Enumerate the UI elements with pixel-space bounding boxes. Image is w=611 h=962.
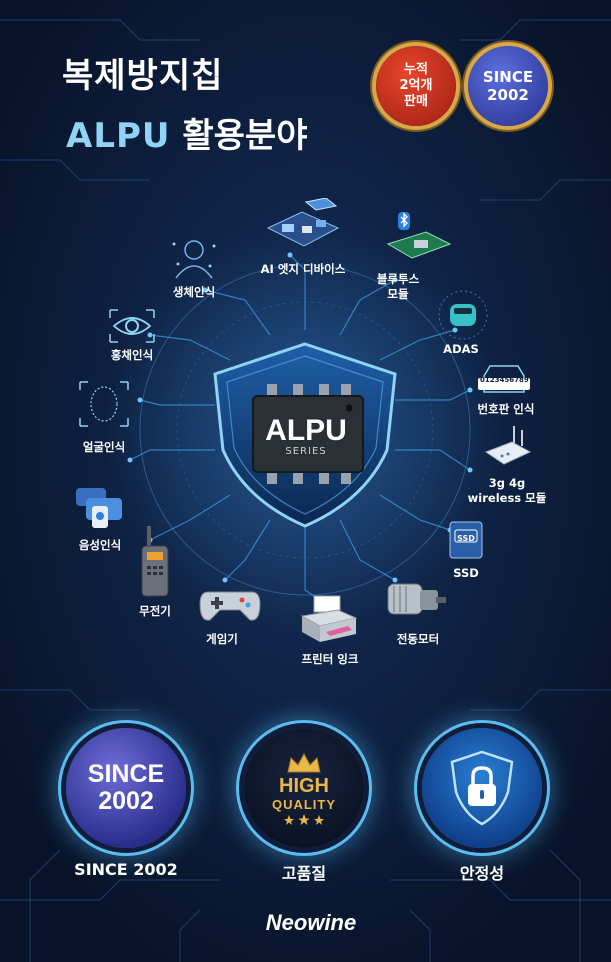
since-badge-line2: 2002 [487,86,529,104]
crown-icon [287,752,321,773]
security-caption: 안정성 [459,864,505,883]
title-accent: ALPU [66,116,171,156]
label-adas: ADAS [443,342,479,356]
since-circle-line2: 2002 [98,787,154,815]
sales-badge-line3: 판매 [404,94,428,109]
label-face: 얼굴인식 [82,440,126,454]
electric-motor-icon [387,583,446,615]
high-quality-circle: HIGH QUALITY [244,728,364,848]
stars-icon [284,814,324,825]
page-subtitle: ALPU 활용분야 [66,108,307,157]
label-wireless-line1: 3g 4g [488,476,526,490]
since-badge: SINCE 2002 [468,46,548,126]
security-circle [422,728,542,848]
printer-icon [300,595,358,642]
since-2002-circle: SINCE 2002 [66,728,186,848]
label-wireless-line2: wireless 모듈 [467,491,547,505]
sales-badge-line1: 누적 [404,62,428,77]
car-icon [438,290,488,340]
plate-number: 0123456789 [480,376,529,384]
label-printer: 프린터 잉크 [301,652,359,666]
biometric-person-icon [172,240,216,279]
label-plate: 번호판 인식 [477,402,535,416]
label-ssd: SSD [453,566,479,580]
ssd-drive-icon [449,521,483,559]
bluetooth-module-icon [386,212,452,259]
chip-name: ALPU [265,414,347,447]
since-circle-line1: SINCE [87,760,165,788]
label-game: 게임기 [206,632,238,646]
label-radio: 무전기 [139,604,171,618]
label-ai-edge: AI 엣지 디바이스 [260,262,346,276]
wireless-router-icon [484,426,532,465]
quality-circle-line1: HIGH [279,775,329,797]
label-voice: 음성인식 [78,538,122,552]
page-title: 복제방지칩 [62,56,224,96]
license-plate-car-icon [478,365,530,393]
voice-recognition-icon [76,488,122,528]
label-bluetooth-line1: 블루투스 [376,272,420,286]
shield-icon [213,342,397,528]
label-bluetooth: 블루투스 모듈 [370,272,426,302]
quality-circle-line2: QUALITY [271,797,337,812]
ai-edge-device-icon [266,198,340,247]
chip-series: SERIES [285,446,327,457]
lock-shield-icon [450,750,514,826]
iris-eye-icon [109,309,155,343]
label-biometric: 생체인식 [172,285,216,299]
label-motor: 전동모터 [396,632,440,646]
since-badge-line1: SINCE [482,68,534,86]
quality-caption: 고품질 [281,864,327,883]
since-caption: SINCE 2002 [74,860,178,879]
label-bluetooth-line2: 모듈 [387,287,409,301]
ssd-chip-text: SSD [457,534,475,543]
title-rest: 활용분야 [182,116,308,156]
sales-badge: 누적 2억개 판매 [376,46,456,126]
neowine-logo: Neowine [265,910,357,935]
label-iris: 홍채인식 [110,348,154,362]
walkie-talkie-icon [141,526,169,597]
label-wireless: 3g 4g wireless 모듈 [462,476,552,506]
sales-badge-line2: 2억개 [399,78,433,93]
game-controller-icon [199,591,261,621]
face-recognition-icon [79,381,129,427]
